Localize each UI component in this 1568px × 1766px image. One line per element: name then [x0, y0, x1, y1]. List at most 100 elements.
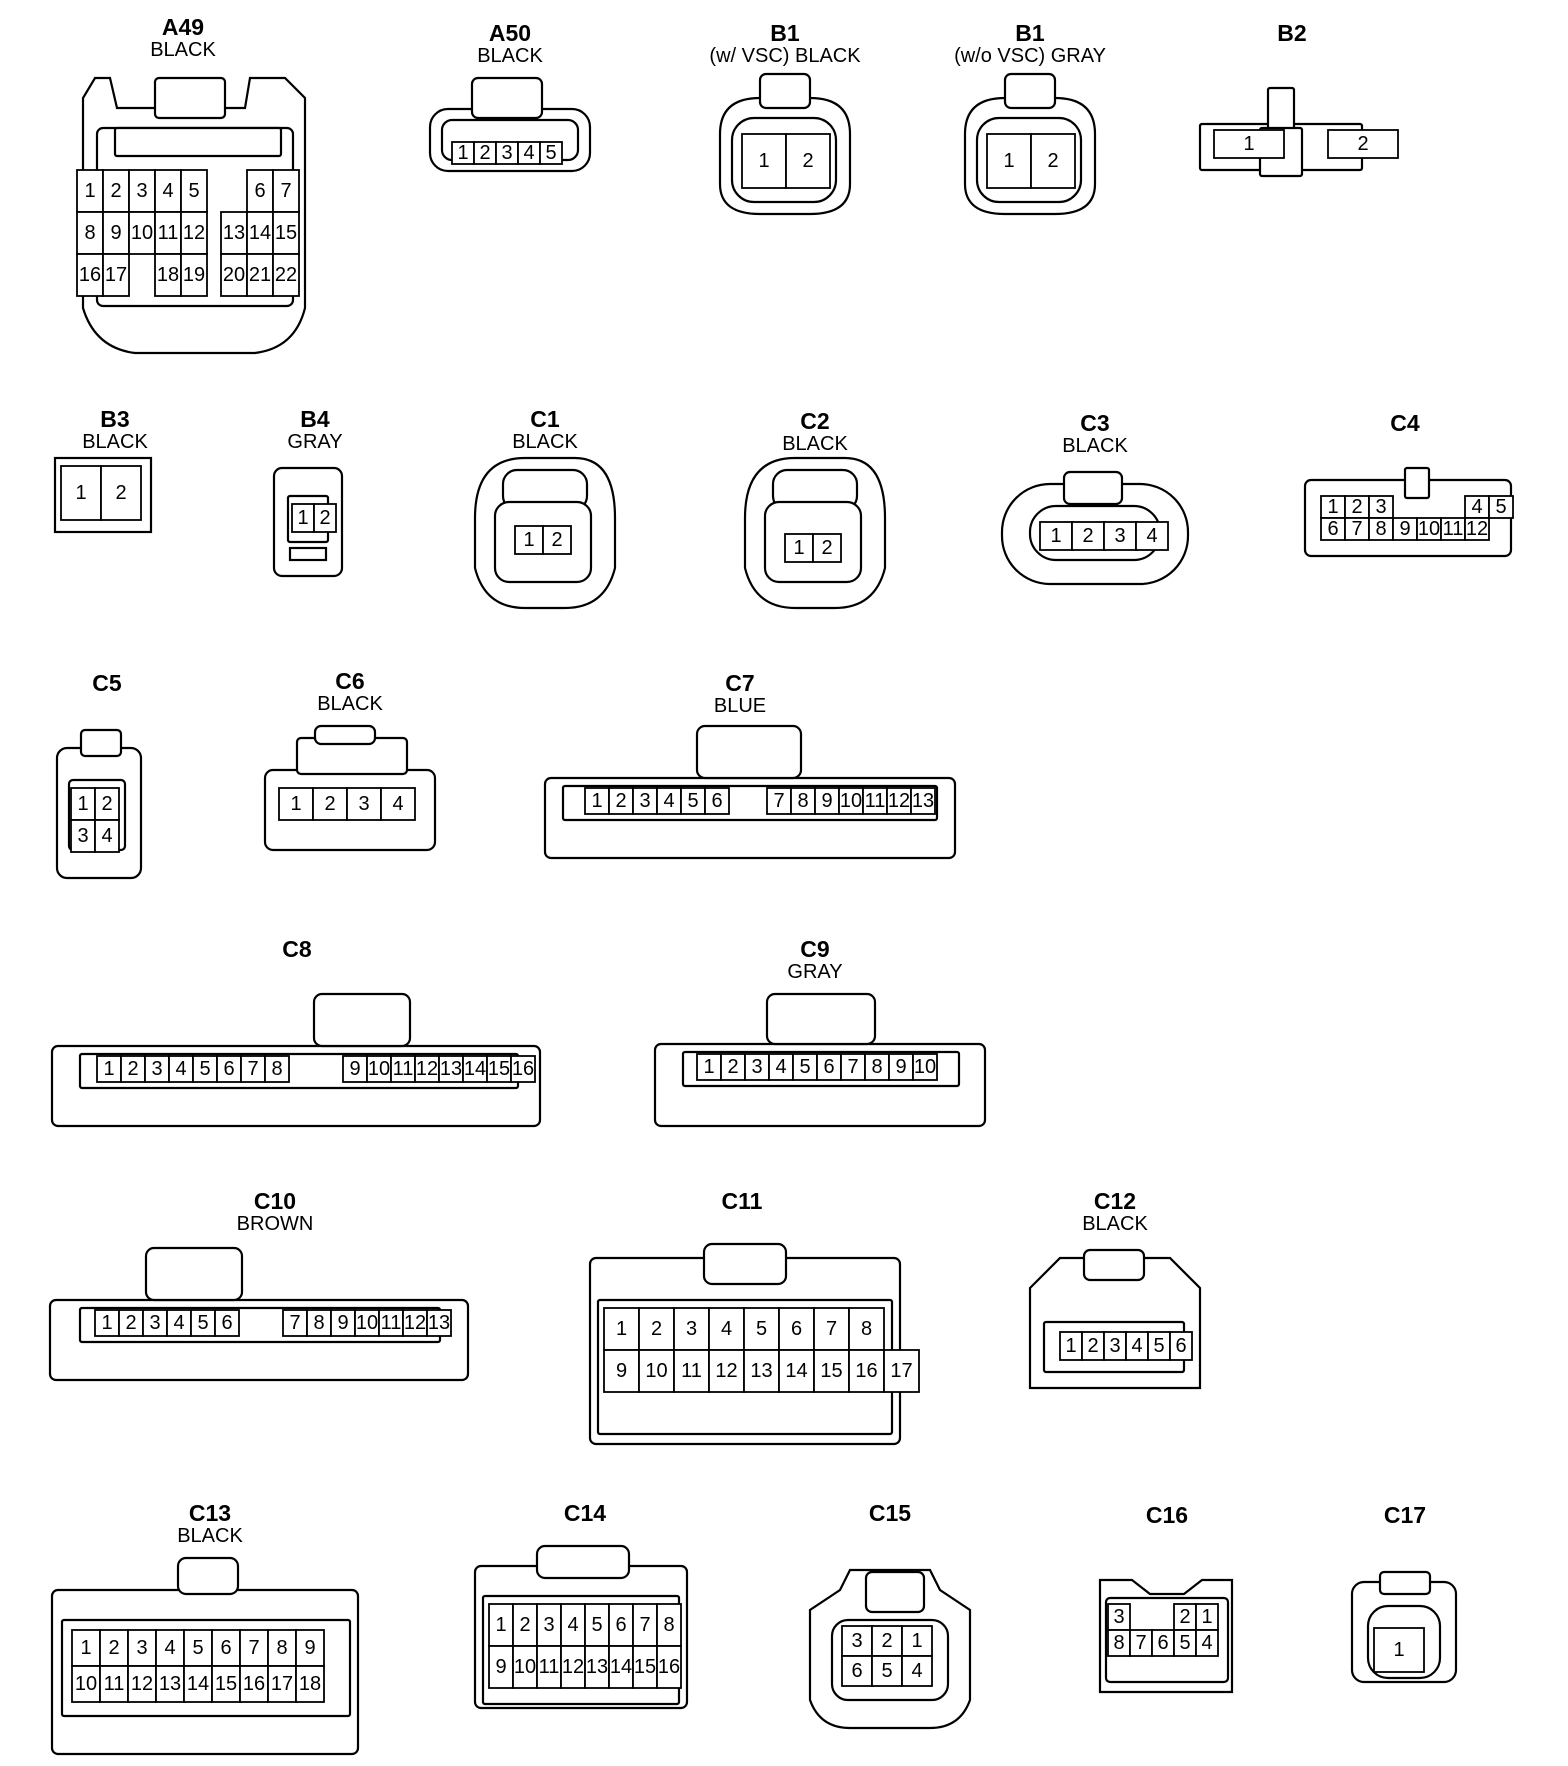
pin-number: 5 — [1179, 1632, 1190, 1654]
pin-cell: 7 — [239, 1629, 269, 1667]
pin-number: 6 — [1157, 1632, 1168, 1654]
pin-cell: 9 — [488, 1645, 514, 1689]
pin-number: 1 — [80, 1637, 91, 1659]
pin-cell: 5 — [190, 1309, 216, 1337]
pin-number: 6 — [791, 1318, 802, 1340]
pin-cell: 13 — [426, 1309, 452, 1337]
connector-color: BLACK — [782, 433, 848, 455]
pin-number: 1 — [101, 1312, 112, 1334]
pin-cell: 1 — [71, 1629, 101, 1667]
pin-number: 13 — [223, 222, 245, 244]
pin-number: 16 — [79, 264, 101, 286]
pin-cell: 4 — [1135, 521, 1169, 551]
pin-number: 9 — [821, 790, 832, 812]
pin-number: 1 — [616, 1318, 627, 1340]
pin-cell: 2 — [1173, 1603, 1197, 1631]
pin-number: 15 — [215, 1673, 237, 1695]
connector-id: B1 — [770, 20, 800, 46]
pin-cell: 6 — [778, 1307, 815, 1351]
pin-cell: 1 — [1195, 1603, 1219, 1631]
pin-cell: 18 — [295, 1665, 325, 1703]
pin-number: 8 — [276, 1637, 287, 1659]
pin-number: 4 — [911, 1660, 922, 1682]
pin-cell: 12 — [414, 1055, 440, 1083]
pin-number: 4 — [775, 1056, 786, 1078]
pin-number: 19 — [183, 264, 205, 286]
connector-id: C4 — [1390, 410, 1420, 436]
pin-cell: 1 — [1320, 495, 1346, 519]
pin-cell: 3 — [495, 141, 519, 165]
pin-cell: 10 — [354, 1309, 380, 1337]
pin-number: 4 — [567, 1614, 578, 1636]
pin-number: 18 — [299, 1673, 321, 1695]
pin-cell: 4 — [1125, 1331, 1149, 1361]
pin-number: 13 — [912, 790, 934, 812]
pin-cell: 10 — [638, 1349, 675, 1393]
pin-cell: 10 — [912, 1053, 938, 1081]
pin-cell: 4 — [901, 1655, 933, 1687]
pin-cell: 12 — [708, 1349, 745, 1393]
pin-cell: 10 — [1416, 517, 1442, 541]
pin-number: 4 — [164, 1637, 175, 1659]
connector-id: C11 — [721, 1188, 763, 1214]
pin-cell: 9 — [814, 787, 840, 815]
pin-cell: 3 — [70, 819, 96, 853]
pin-number: 5 — [199, 1058, 210, 1080]
pin-number: 7 — [639, 1614, 650, 1636]
pin-number: 8 — [861, 1318, 872, 1340]
connector-id: C16 — [1145, 1502, 1189, 1528]
pin-cell: 16 — [848, 1349, 885, 1393]
connector-label: C5 — [27, 672, 187, 695]
pin-number: 6 — [851, 1660, 862, 1682]
connector-id: A49 — [161, 14, 205, 40]
pin-number: 17 — [105, 264, 127, 286]
pin-number: 8 — [313, 1312, 324, 1334]
pin-number: 1 — [1243, 133, 1254, 155]
pin-number: 5 — [687, 790, 698, 812]
pin-number: 11 — [104, 1673, 125, 1695]
pin-cell: 7 — [766, 787, 792, 815]
pin-cell: 11 — [390, 1055, 416, 1083]
pin-number: 3 — [77, 825, 88, 847]
pin-number: 1 — [703, 1056, 714, 1078]
pin-number: 3 — [358, 793, 369, 815]
pin-number: 11 — [158, 222, 179, 244]
pin-cell: 3 — [1103, 521, 1137, 551]
pin-cell: 11 — [536, 1645, 562, 1689]
pin-cell: 17 — [102, 253, 130, 297]
pin-number: 4 — [162, 180, 173, 202]
connector-id: C6 — [335, 668, 365, 694]
pin-cell: 6 — [841, 1655, 873, 1687]
pin-cell: 14 — [462, 1055, 488, 1083]
pin-cell: 1 — [76, 169, 104, 213]
pin-cell: 12 — [127, 1665, 157, 1703]
pin-number: 15 — [634, 1656, 656, 1678]
pin-number: 2 — [1087, 1335, 1098, 1357]
pin-cell: 8 — [76, 211, 104, 255]
pin-cell: 16 — [239, 1665, 269, 1703]
pin-number: 3 — [151, 1058, 162, 1080]
connector-id: C5 — [92, 670, 122, 696]
pin-number: 21 — [249, 264, 271, 286]
pin-number: 5 — [881, 1660, 892, 1682]
pin-number: 10 — [75, 1673, 97, 1695]
pin-number: 5 — [591, 1614, 602, 1636]
pin-number: 4 — [1471, 496, 1482, 518]
pin-number: 12 — [562, 1656, 584, 1678]
pin-number: 5 — [188, 180, 199, 202]
